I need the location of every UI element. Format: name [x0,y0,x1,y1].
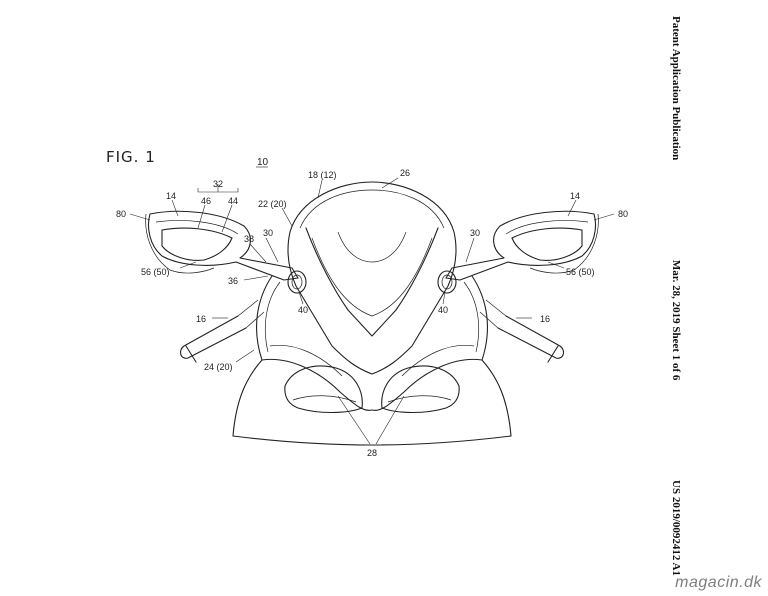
label-24: 24 (20) [204,362,233,372]
fairing [232,181,512,446]
label-16-right: 16 [540,314,550,324]
label-30-left: 30 [263,228,273,238]
label-56-left: 56 (50) [141,267,170,277]
figure-title: FIG. 1 [106,148,156,166]
label-40-left: 40 [298,305,308,315]
patent-header: Patent Application Publication Mar. 28, … [666,16,686,576]
left-mirror [145,210,299,281]
watermark: magacin.dk [675,574,762,591]
label-14-right: 14 [570,191,580,201]
label-56-right: 56 (50) [566,267,595,277]
label-28: 28 [367,448,377,458]
publication-date-sheet: Mar. 28, 2019 Sheet 1 of 6 [670,259,682,381]
label-14-left: 14 [166,191,176,201]
reference-labels: 14 32 46 44 80 22 (20) 18 (12) 26 38 30 … [116,168,628,458]
publication-number: US 2019/0092412 A1 [670,480,682,576]
label-38: 38 [244,234,254,244]
ref-main: 10 [257,157,269,168]
label-44: 44 [228,196,238,206]
label-22: 22 (20) [258,199,287,209]
leader-lines [129,177,615,445]
label-30-right: 30 [470,228,480,238]
publication-title: Patent Application Publication [670,16,682,161]
label-80-right: 80 [618,209,628,219]
label-40-right: 40 [438,305,448,315]
right-mirror [445,210,599,281]
label-26: 26 [400,168,410,178]
label-18: 18 (12) [308,170,337,180]
label-32: 32 [213,179,223,189]
handlebars [179,299,565,363]
label-36: 36 [228,276,238,286]
label-80-left: 80 [116,209,126,219]
label-16-left: 16 [196,314,206,324]
label-46: 46 [201,196,211,206]
